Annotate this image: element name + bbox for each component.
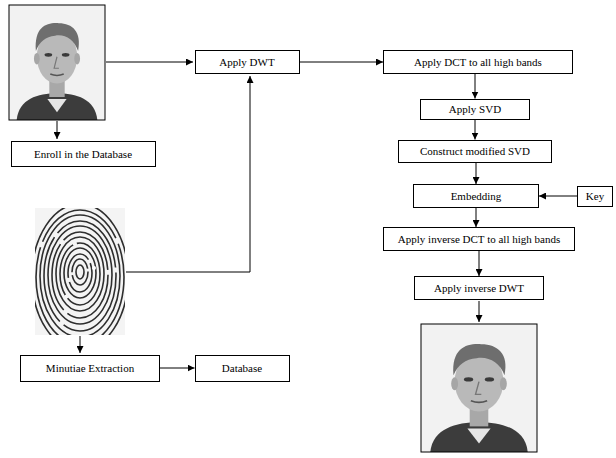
flow-arrow <box>300 62 384 63</box>
box-label: Embedding <box>451 190 502 202</box>
fingerprint-image <box>35 208 125 335</box>
box-label: Minutiae Extraction <box>46 362 134 374</box>
box-label: Apply SVD <box>449 103 501 115</box>
box-label: Apply inverse DWT <box>434 282 524 294</box>
fingerprint-to-minutiae-arrow <box>80 336 81 353</box>
flow-arrow <box>475 74 476 99</box>
box-label: Apply DCT to all high bands <box>414 56 542 68</box>
flow-arrow <box>476 163 477 185</box>
flow-arrow <box>476 208 477 227</box>
box-label: Enroll in the Database <box>34 148 132 160</box>
box-label: Construct modified SVD <box>420 145 530 157</box>
process-box: Key <box>577 186 613 207</box>
process-box: Database <box>195 355 290 382</box>
process-box: Enroll in the Database <box>11 141 156 167</box>
face-to-enroll-arrow <box>57 121 58 139</box>
process-box: Apply SVD <box>420 99 530 120</box>
process-box: Embedding <box>413 184 539 208</box>
flow-arrow <box>160 368 195 369</box>
box-label: Apply inverse DCT to all high bands <box>398 233 560 245</box>
box-label: Database <box>222 362 262 374</box>
face-photo <box>9 5 105 120</box>
photo-frame <box>421 324 537 452</box>
flow-arrow <box>479 251 480 276</box>
idwt-to-output-arrow <box>479 301 480 322</box>
process-box: Apply inverse DCT to all high bands <box>383 227 575 251</box>
box-label: Key <box>586 190 604 202</box>
process-box: Construct modified SVD <box>398 140 552 163</box>
box-label: Apply DWT <box>219 56 274 68</box>
process-box: Apply inverse DWT <box>414 276 544 300</box>
photo-frame <box>9 5 105 120</box>
watermarked-face-photo <box>421 324 537 452</box>
face-to-dwt-arrow <box>106 62 193 63</box>
flow-arrow <box>475 120 476 140</box>
flow-arrow <box>539 196 577 197</box>
process-box: Apply DWT <box>195 50 300 74</box>
process-box: Apply DCT to all high bands <box>383 50 573 74</box>
process-box: Minutiae Extraction <box>20 355 160 382</box>
fingerprint-to-dwt-arrow <box>126 76 250 272</box>
